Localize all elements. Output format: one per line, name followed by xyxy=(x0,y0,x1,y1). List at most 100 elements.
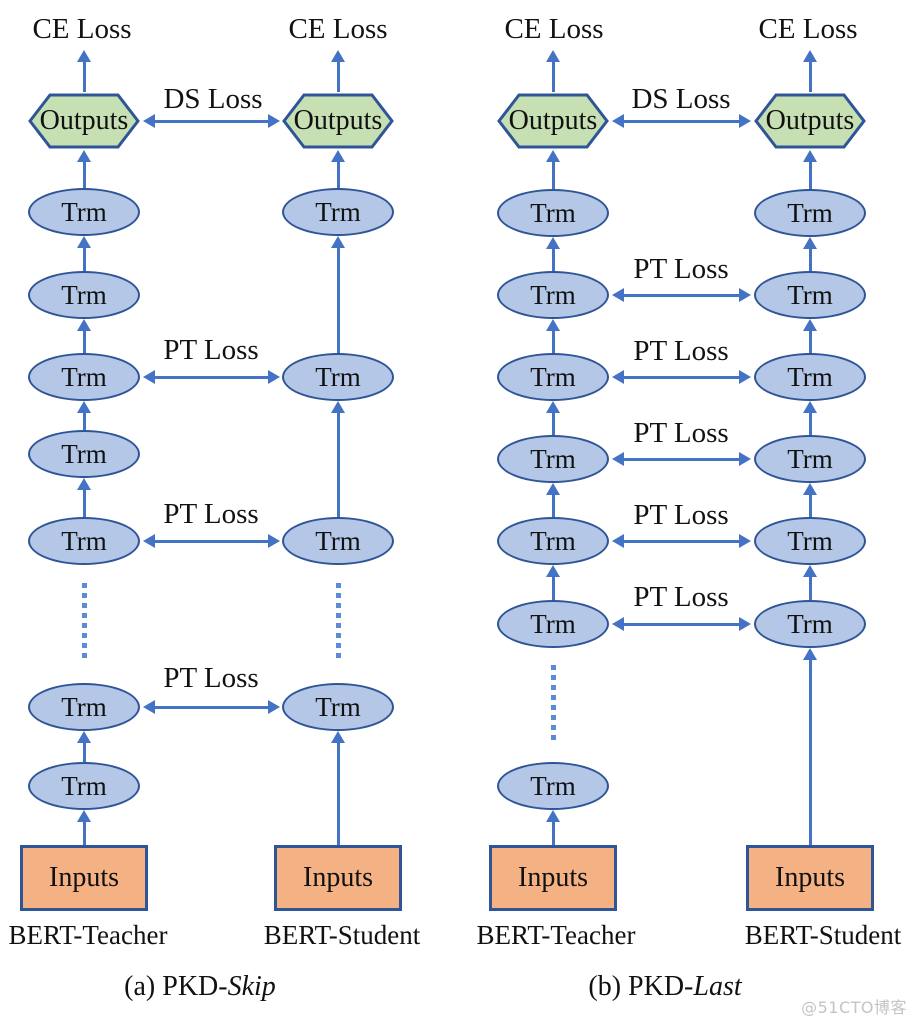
teacher-column-label: BERT-Teacher xyxy=(8,920,168,950)
student-outputs-node: Outputs xyxy=(754,92,866,150)
inputs-label: Inputs xyxy=(518,862,588,893)
teacher-trm-node: Trm xyxy=(497,271,609,319)
teacher-trm-node: Trm xyxy=(28,683,140,731)
pt-loss-arrow xyxy=(612,369,751,385)
layer-arrow xyxy=(76,319,92,353)
teacher-outputs-node: Outputs xyxy=(497,92,609,150)
student-trm-node: Trm xyxy=(282,353,394,401)
outputs-label: Outputs xyxy=(39,105,129,136)
layer-arrow xyxy=(545,319,561,353)
layer-arrow xyxy=(802,565,818,600)
ds-loss-arrow xyxy=(612,113,751,129)
pt-loss-arrow xyxy=(143,369,280,385)
student-trm-node: Trm xyxy=(754,600,866,648)
student-trm-node: Trm xyxy=(754,353,866,401)
pt-loss-arrow xyxy=(612,287,751,303)
student-trm-node: Trm xyxy=(754,271,866,319)
layer-arrow xyxy=(545,237,561,271)
teacher-inputs-node: Inputs xyxy=(489,845,617,911)
layer-arrow xyxy=(802,150,818,189)
layer-arrow xyxy=(802,401,818,435)
watermark: @51CTO博客 xyxy=(801,998,907,1017)
trm-label: Trm xyxy=(315,525,361,556)
layer-arrow xyxy=(545,810,561,845)
layer-arrow xyxy=(76,478,92,517)
trm-label: Trm xyxy=(61,525,107,556)
outputs-label: Outputs xyxy=(293,105,383,136)
student-trm-node: Trm xyxy=(282,188,394,236)
caption-prefix: (b) PKD- xyxy=(588,971,694,1002)
teacher-trm-node: Trm xyxy=(28,517,140,565)
ce-loss-arrow xyxy=(76,50,92,92)
teacher-trm-node: Trm xyxy=(497,517,609,565)
student-trm-node: Trm xyxy=(754,189,866,237)
layer-arrow xyxy=(76,236,92,271)
trm-label: Trm xyxy=(787,197,833,228)
trm-label: Trm xyxy=(530,279,576,310)
student-column-label: BERT-Student xyxy=(263,920,421,950)
pt-loss-arrow xyxy=(143,533,280,549)
teacher-trm-node: Trm xyxy=(28,430,140,478)
trm-label: Trm xyxy=(315,196,361,227)
trm-label: Trm xyxy=(315,361,361,392)
layer-arrow xyxy=(545,401,561,435)
ellipsis-dots xyxy=(551,665,556,741)
teacher-inputs-node: Inputs xyxy=(20,845,148,911)
layer-arrow xyxy=(330,401,346,517)
pt-loss-arrow xyxy=(612,616,751,632)
outputs-label: Outputs xyxy=(508,105,598,136)
teacher-trm-node: Trm xyxy=(497,762,609,810)
trm-label: Trm xyxy=(787,361,833,392)
layer-arrow xyxy=(76,731,92,762)
trm-label: Trm xyxy=(61,691,107,722)
panel-a-caption: (a) PKD-Skip xyxy=(90,971,310,1003)
ce-loss-label: CE Loss xyxy=(288,13,388,45)
layer-arrow xyxy=(76,810,92,845)
teacher-outputs-node: Outputs xyxy=(28,92,140,150)
ds-loss-arrow xyxy=(143,113,280,129)
trm-label: Trm xyxy=(61,279,107,310)
pt-loss-label: PT Loss xyxy=(633,335,729,367)
trm-label: Trm xyxy=(530,361,576,392)
caption-emphasis: Skip xyxy=(227,971,276,1002)
teacher-trm-node: Trm xyxy=(28,762,140,810)
layer-arrow xyxy=(802,237,818,271)
pt-loss-arrow xyxy=(612,533,751,549)
ce-loss-label: CE Loss xyxy=(758,13,858,45)
pt-loss-label: PT Loss xyxy=(633,417,729,449)
inputs-label: Inputs xyxy=(775,862,845,893)
trm-label: Trm xyxy=(787,279,833,310)
ce-loss-arrow xyxy=(545,50,561,92)
teacher-trm-node: Trm xyxy=(497,600,609,648)
layer-arrow xyxy=(802,319,818,353)
teacher-trm-node: Trm xyxy=(28,353,140,401)
pt-loss-arrow xyxy=(612,451,751,467)
layer-arrow xyxy=(330,236,346,353)
trm-label: Trm xyxy=(787,443,833,474)
trm-label: Trm xyxy=(787,608,833,639)
layer-arrow xyxy=(76,401,92,430)
trm-label: Trm xyxy=(61,770,107,801)
layer-arrow xyxy=(545,565,561,600)
trm-label: Trm xyxy=(61,438,107,469)
trm-label: Trm xyxy=(61,196,107,227)
trm-label: Trm xyxy=(530,608,576,639)
student-trm-node: Trm xyxy=(754,435,866,483)
pt-loss-label: PT Loss xyxy=(633,581,729,613)
pt-loss-label: PT Loss xyxy=(633,499,729,531)
student-inputs-node: Inputs xyxy=(274,845,402,911)
teacher-trm-node: Trm xyxy=(28,188,140,236)
trm-label: Trm xyxy=(530,525,576,556)
layer-arrow xyxy=(802,648,818,845)
trm-label: Trm xyxy=(530,443,576,474)
student-outputs-node: Outputs xyxy=(282,92,394,150)
caption-emphasis: Last xyxy=(693,971,742,1002)
hexagon-shape xyxy=(497,93,609,149)
student-trm-node: Trm xyxy=(754,517,866,565)
pt-loss-label: PT Loss xyxy=(163,662,259,694)
trm-label: Trm xyxy=(787,525,833,556)
ce-loss-arrow xyxy=(802,50,818,92)
student-trm-node: Trm xyxy=(282,683,394,731)
pt-loss-label: PT Loss xyxy=(633,253,729,285)
